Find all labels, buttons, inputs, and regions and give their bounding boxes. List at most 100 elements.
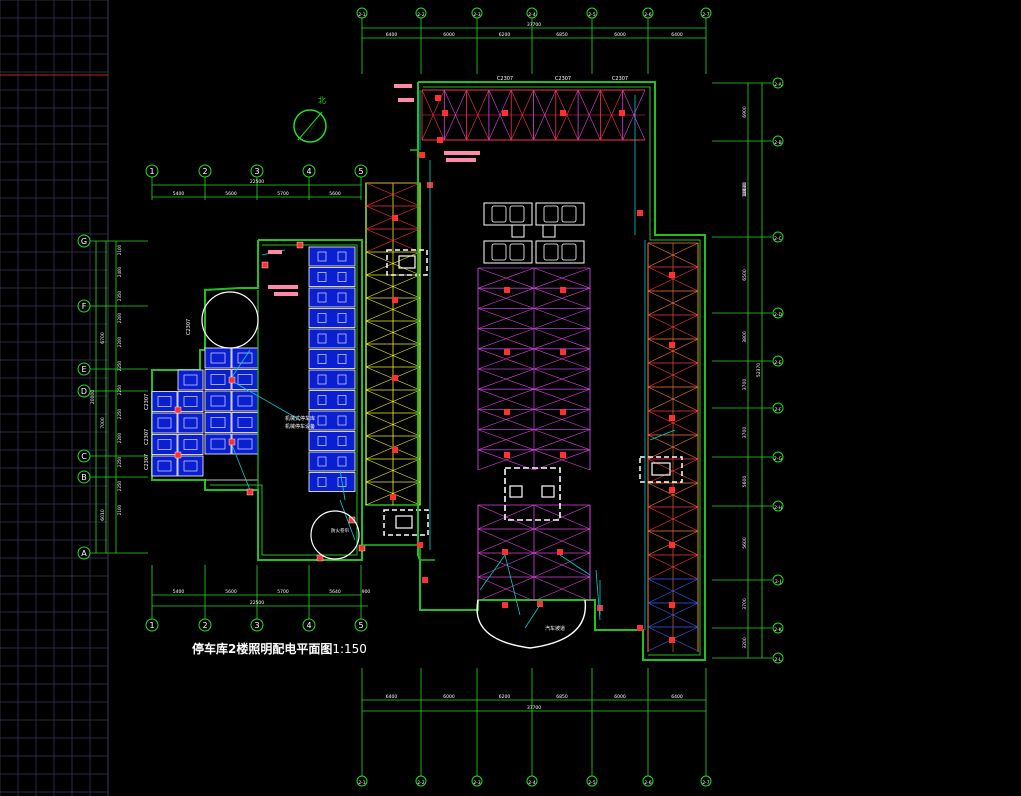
axis-label: G (81, 237, 87, 246)
axis-label: 2-1 (358, 780, 365, 786)
duct-device (261, 261, 269, 269)
left-lower-round-ramp (310, 510, 360, 560)
truss-diagonal (533, 368, 591, 390)
duct-device (358, 544, 366, 552)
axis-label: 2-5 (588, 780, 595, 786)
middle-truss-magenta (477, 267, 676, 629)
axis-bubble (772, 307, 784, 319)
dimension-text: 2250 (117, 456, 122, 467)
duct-device (669, 602, 675, 608)
duct-device (437, 137, 443, 143)
top-tag-1: C2307 (497, 76, 513, 82)
axis-label: 2 (202, 167, 207, 176)
dimension-text: 22500 (250, 600, 264, 606)
parking-stall (308, 472, 356, 492)
car-body (561, 243, 577, 261)
parking-stall (308, 246, 356, 267)
duct-device (419, 152, 425, 158)
car-symbol (337, 333, 347, 344)
car-symbol (317, 251, 327, 262)
parking-stall (231, 433, 259, 455)
car-symbol (183, 460, 198, 472)
right-outer-wall (417, 81, 706, 661)
car-symbol (337, 272, 347, 282)
axis-label: F (82, 302, 87, 311)
dimension-text: 2200 (117, 432, 122, 443)
dimension-text: 5400 (173, 589, 185, 595)
truss-diagonal (533, 576, 591, 602)
dimension-text: 2200 (117, 336, 122, 347)
truss-diagonal (477, 368, 535, 390)
dimension-text: 2400 (117, 266, 122, 277)
duct-device (442, 110, 448, 116)
dimension-text: 6000 (443, 694, 455, 700)
dimension-text: 2250 (117, 360, 122, 371)
axis-bubble (772, 135, 784, 147)
axis-label: 2-G (774, 456, 783, 462)
truss-diagonal (647, 386, 699, 412)
truss-diagonal (477, 287, 535, 309)
truss-diagonal (647, 242, 699, 268)
car-symbol (210, 352, 226, 364)
car-symbol (183, 417, 198, 429)
axis-label: 1 (149, 621, 154, 630)
axis-label: 2-1 (358, 12, 365, 18)
leader-line (229, 349, 251, 381)
dimension-text: 2200 (117, 312, 122, 323)
truss-diagonal (647, 506, 699, 532)
dimension-text: 5600 (225, 191, 237, 197)
device-box (395, 515, 413, 529)
truss-diagonal (365, 343, 421, 368)
car-symbol (317, 333, 327, 344)
duct-device (669, 415, 675, 421)
truss-diagonal (477, 576, 535, 602)
annotation-label-bar (398, 98, 414, 102)
car-symbol (237, 374, 253, 385)
bottom-curved-ramp (476, 599, 587, 649)
parking-stall (177, 391, 204, 412)
truss-diagonal (365, 412, 421, 437)
axis-label: 2-E (774, 360, 781, 366)
duct-device (392, 215, 398, 221)
duct-device (669, 272, 675, 278)
duct-device (392, 297, 398, 303)
duct-device (669, 487, 675, 493)
dimension-text: 3200 (742, 637, 748, 649)
leader-line (229, 439, 251, 491)
axis-label: 2-4 (528, 780, 535, 786)
right-plan: 2-12-12-22-22-32-32-42-42-52-52-62-62-72… (356, 7, 784, 787)
car-symbol (337, 354, 347, 364)
truss-diagonal (510, 89, 534, 141)
truss-diagonal (365, 228, 421, 253)
car-symbol (337, 477, 347, 487)
axis-label: 2-A (774, 82, 782, 88)
dimension-text: 3700 (742, 427, 748, 439)
car-symbol (317, 354, 327, 364)
parking-stall (151, 455, 178, 477)
duct-device (296, 241, 304, 249)
dimension-text: 2350 (117, 290, 122, 301)
axis-label: A (81, 549, 87, 558)
car-symbol (317, 477, 327, 487)
axis-label: 2-J (775, 579, 781, 585)
truss-diagonal (647, 266, 699, 292)
dimension-text: 37700 (527, 705, 541, 711)
car-body (491, 243, 507, 261)
duct-device (348, 516, 356, 524)
dimension-text: 6500 (742, 269, 748, 281)
car-outline (483, 202, 533, 226)
axis-label: 2-7 (702, 12, 709, 18)
axis-label: 2-F (774, 407, 781, 413)
truss-diagonal (365, 182, 421, 207)
dimension-text: 10830 (742, 183, 748, 197)
truss-diagonal (477, 429, 535, 451)
car-outline (483, 240, 533, 264)
truss-diagonal (533, 308, 591, 329)
axis-label: C (81, 452, 87, 461)
right-walls (417, 81, 706, 661)
car-symbol (317, 456, 327, 467)
dimension-text: 37700 (527, 22, 541, 28)
annotation-label-bar (268, 285, 298, 289)
car-outline (535, 240, 585, 264)
car-symbol (317, 272, 327, 282)
